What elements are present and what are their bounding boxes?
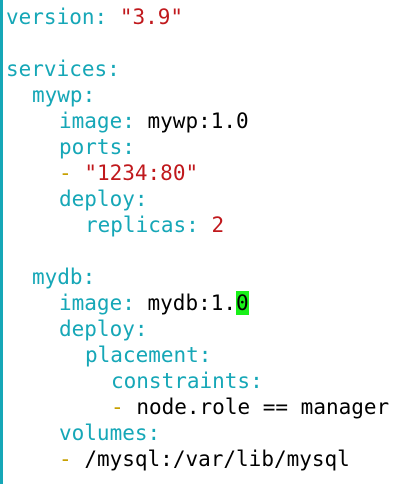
code-line-services[interactable]: services: [0,56,412,82]
yaml-separator: : [94,5,120,29]
yaml-key: placement [85,343,199,367]
yaml-separator: : [134,317,148,341]
code-line-mywp[interactable]: mywp: [0,82,412,108]
yaml-key: image [59,109,123,133]
code-line-mydb[interactable]: mydb: [0,264,412,290]
yaml-value: /mysql:/var/lib/mysql [84,447,350,471]
yaml-key: services [6,57,108,81]
yaml-key: image [59,291,123,315]
code-line-placement[interactable]: placement: [0,342,412,368]
code-line-image[interactable]: image: mydb:1.0 [0,290,412,316]
code-line-image[interactable]: image: mywp:1.0 [0,108,412,134]
code-line-port-item[interactable]: - "1234:80" [0,160,412,186]
yaml-value-string: "1234:80" [84,161,199,185]
code-line-version[interactable]: version: "3.9" [0,4,412,30]
yaml-key: deploy [59,317,135,341]
code-line-constraint-item[interactable]: - node.role == manager [0,394,412,420]
yaml-key: constraints [111,369,251,393]
yaml-value-number: 2 [211,213,225,237]
yaml-list-dash: - [59,447,72,471]
yaml-separator: : [122,135,135,159]
code-line-ports[interactable]: ports: [0,134,412,160]
yaml-key: ports [59,135,123,159]
yaml-separator: : [186,213,212,237]
yaml-key: version [6,5,95,29]
yaml-key: mydb [32,265,83,289]
code-line-volumes[interactable]: volumes: [0,420,412,446]
yaml-separator: : [250,369,263,393]
yaml-value: mywp:1.0 [147,109,249,133]
yaml-separator: : [147,421,161,445]
yaml-value: mydb:1. [147,291,237,315]
code-line-constraints[interactable]: constraints: [0,368,412,394]
yaml-separator: : [82,265,96,289]
yaml-value: node.role == manager [136,395,390,419]
yaml-key: volumes [59,421,148,445]
code-line-deploy[interactable]: deploy: [0,316,412,342]
code-line-blank[interactable] [0,238,412,264]
yaml-key: deploy [59,187,135,211]
code-line-blank[interactable] [0,30,412,56]
yaml-list-dash: - [111,395,124,419]
yaml-key: mywp [32,83,83,107]
yaml-separator: : [122,291,148,315]
yaml-list-dash: - [59,161,72,185]
yaml-separator: : [82,83,96,107]
code-line-deploy[interactable]: deploy: [0,186,412,212]
yaml-separator: : [122,109,148,133]
editor-left-border [0,0,3,484]
yaml-value-string: "3.9" [119,5,184,29]
yaml-key: replicas [85,213,187,237]
code-line-volume-item[interactable]: - /mysql:/var/lib/mysql [0,446,412,472]
yaml-separator: : [198,343,212,367]
text-cursor: 0 [236,291,249,315]
code-line-replicas[interactable]: replicas: 2 [0,212,412,238]
yaml-separator: : [107,57,120,81]
yaml-separator: : [134,187,148,211]
